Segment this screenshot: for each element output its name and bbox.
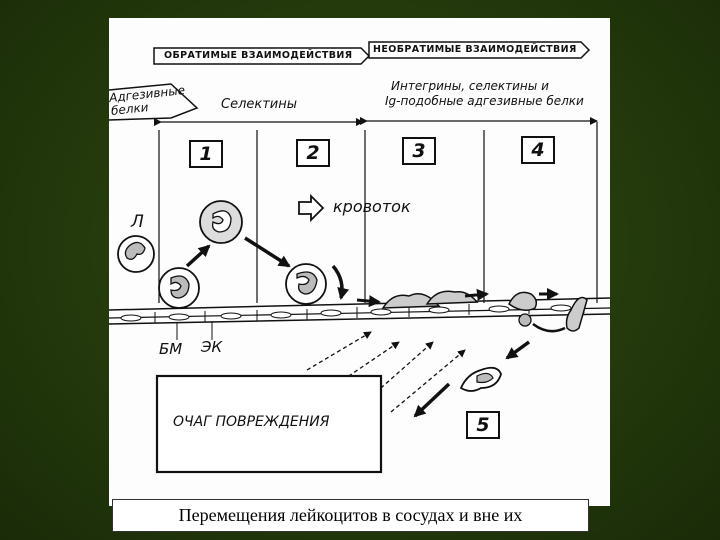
integrins-label-1: Интегрины, селектины и xyxy=(391,79,549,93)
leukocyte-label: Л xyxy=(131,212,144,232)
arrow-to-wall xyxy=(331,264,350,300)
diagram-drawing xyxy=(109,41,610,474)
leukocyte-migration-diagram: ОБРАТИМЫЕ ВЗАИМОДЕЙСТВИЯ НЕОБРАТИМЫЕ ВЗА… xyxy=(108,18,610,506)
adhesive-bracket xyxy=(109,83,199,121)
bloodflow-label: кровоток xyxy=(333,197,411,216)
arrow-tether-to-activation xyxy=(244,236,291,268)
lesion-box xyxy=(155,374,383,474)
endothelial-cell-label: ЭК xyxy=(201,338,223,356)
leukocyte-free xyxy=(117,235,155,273)
migrating-leukocyte xyxy=(413,340,531,418)
integrins-label-2: Ig-подобные адгезивные белки xyxy=(385,94,584,108)
reversible-bar xyxy=(153,47,371,65)
slide-caption: Перемещения лейкоцитов в сосудах и вне и… xyxy=(112,499,589,532)
leukocyte-rolling xyxy=(158,267,200,309)
adhesive-proteins-label-2: белки xyxy=(110,100,150,118)
stage-dividers xyxy=(158,122,598,303)
leukocyte-tethering xyxy=(199,200,243,244)
basement-membrane-label: БМ xyxy=(159,340,183,358)
irreversible-interactions-label: НЕОБРАТИМЫЕ ВЗАИМОДЕЙСТВИЯ xyxy=(373,44,577,55)
arrow-rolling-to-tether xyxy=(185,244,211,268)
stage-1-badge: 1 xyxy=(189,140,223,168)
transmigrating-leukocytes xyxy=(508,288,588,333)
leukocyte-activation xyxy=(285,263,327,305)
selectins-label: Селектины xyxy=(221,97,298,112)
adherent-leukocytes xyxy=(356,288,489,309)
lesion-label: ОЧАГ ПОВРЕЖДЕНИЯ xyxy=(173,414,330,430)
stage-5-badge: 5 xyxy=(466,411,500,439)
stage-4-badge: 4 xyxy=(521,136,555,164)
irreversible-bar xyxy=(368,41,591,59)
reversible-interactions-label: ОБРАТИМЫЕ ВЗАИМОДЕЙСТВИЯ xyxy=(164,50,353,61)
bloodflow-arrow-icon xyxy=(298,193,325,223)
stage-2-badge: 2 xyxy=(296,139,330,167)
stage-3-badge: 3 xyxy=(402,137,436,165)
